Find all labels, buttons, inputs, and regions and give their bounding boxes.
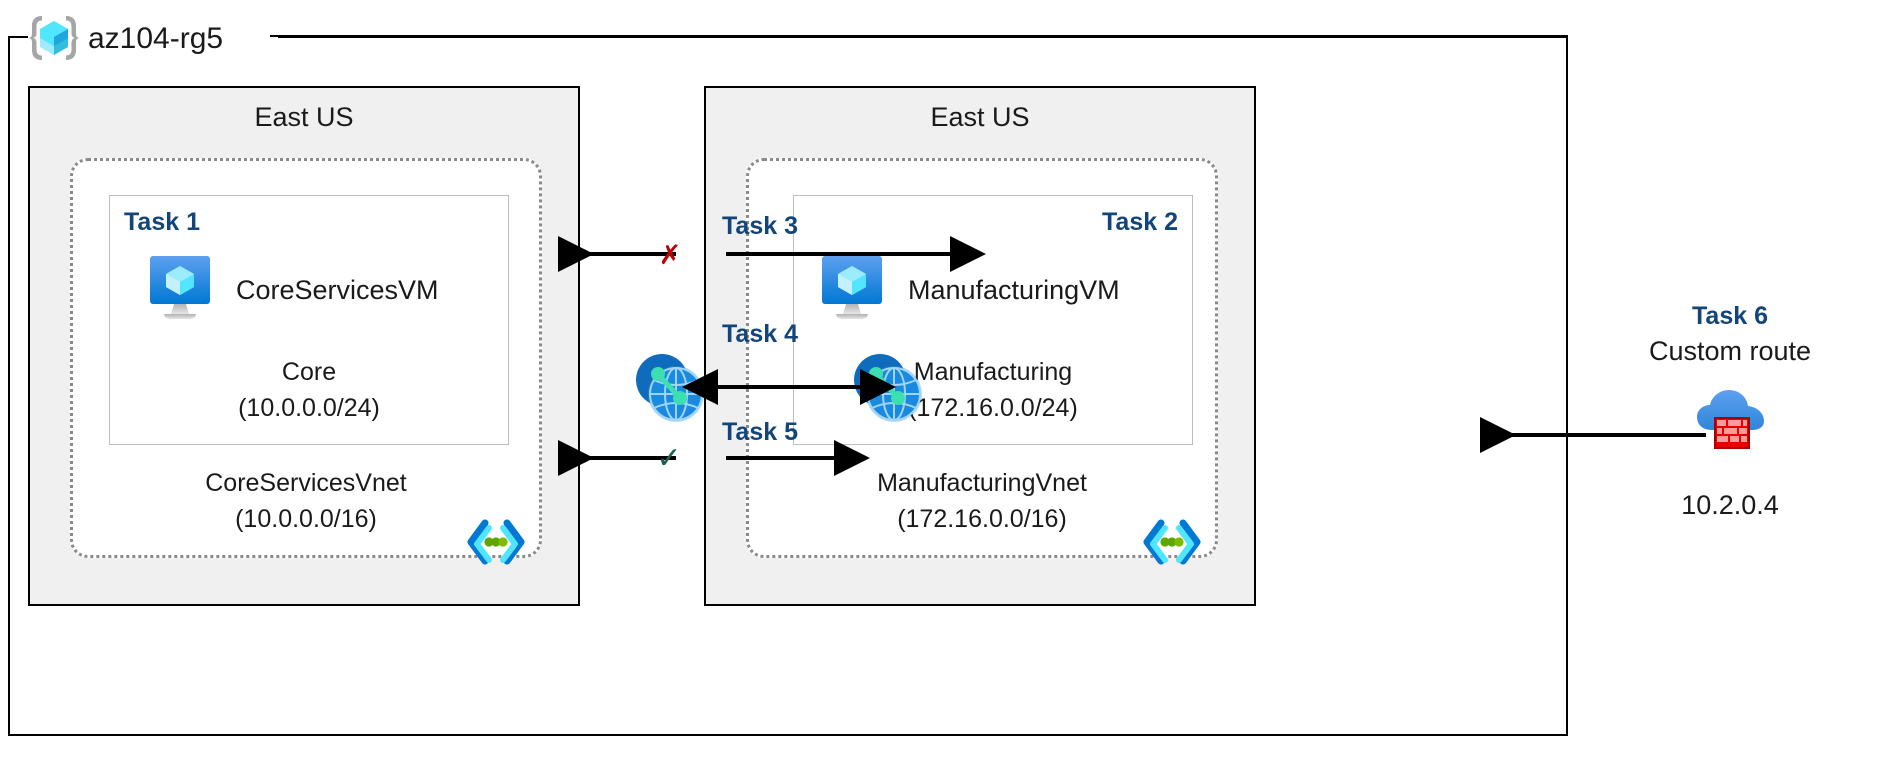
vm-name-coreservices: CoreServicesVM bbox=[236, 275, 439, 305]
subnet-cidr-manufacturing: (172.16.0.0/24) bbox=[908, 394, 1078, 422]
connector-arrow-task3 bbox=[558, 236, 986, 272]
vm-manufacturing: ManufacturingVM bbox=[818, 254, 1120, 327]
task-label-6: Task 6 bbox=[1692, 302, 1768, 330]
subnet-name-manufacturing: Manufacturing bbox=[913, 358, 1073, 386]
azure-firewall-icon bbox=[1694, 386, 1768, 456]
resource-group-top-rule bbox=[270, 35, 1568, 37]
vm-coreservices: CoreServicesVM bbox=[146, 254, 439, 327]
firewall-ip-address: 10.2.0.4 bbox=[1681, 490, 1779, 520]
connector-marker-task5: ✓ bbox=[656, 442, 682, 475]
connector-label-task4: Task 4 bbox=[722, 320, 798, 348]
vnet-cidr-coreservices: (10.0.0.0/16) bbox=[235, 505, 377, 533]
region-label-right: East US bbox=[930, 102, 1030, 132]
custom-route-label: Custom route bbox=[1648, 336, 1812, 366]
resource-group-name: az104-rg5 bbox=[88, 22, 224, 55]
vnet-name-manufacturing: ManufacturingVnet bbox=[877, 469, 1087, 497]
connector-arrow-task6 bbox=[1480, 417, 1706, 453]
task-label-1: Task 1 bbox=[124, 208, 200, 236]
task-label-2: Task 2 bbox=[1102, 208, 1178, 236]
vnet-name-coreservices: CoreServicesVnet bbox=[205, 469, 407, 497]
region-panel-left: East US Task 1 bbox=[28, 86, 580, 606]
vnet-cidr-manufacturing: (172.16.0.0/16) bbox=[897, 505, 1067, 533]
connector-arrow-task5 bbox=[558, 440, 870, 476]
vnet-brackets-icon bbox=[465, 519, 527, 565]
region-panel-right: East US Task 2 bbox=[704, 86, 1256, 606]
region-label-left: East US bbox=[254, 102, 354, 132]
connector-arrow-task4 bbox=[682, 369, 896, 405]
azure-resource-group-icon bbox=[26, 12, 82, 64]
virtual-machine-icon bbox=[146, 254, 218, 327]
subnet-cidr-core: (10.0.0.0/24) bbox=[238, 394, 380, 422]
vnet-brackets-icon bbox=[1141, 519, 1203, 565]
resource-group-title-gap bbox=[28, 20, 278, 56]
virtual-machine-icon bbox=[818, 254, 890, 327]
connector-label-task3: Task 3 bbox=[722, 212, 798, 240]
connector-label-task5: Task 5 bbox=[722, 418, 798, 446]
vnet-manufacturing: Task 2 bbox=[746, 158, 1218, 565]
vnet-peering-icon bbox=[630, 348, 708, 426]
vnet-coreservices: Task 1 bbox=[70, 158, 542, 565]
subnet-core: Task 1 bbox=[109, 195, 509, 445]
vm-name-manufacturing: ManufacturingVM bbox=[908, 275, 1120, 305]
subnet-name-core: Core bbox=[281, 358, 337, 386]
connector-marker-task3: ✗ bbox=[658, 240, 682, 270]
